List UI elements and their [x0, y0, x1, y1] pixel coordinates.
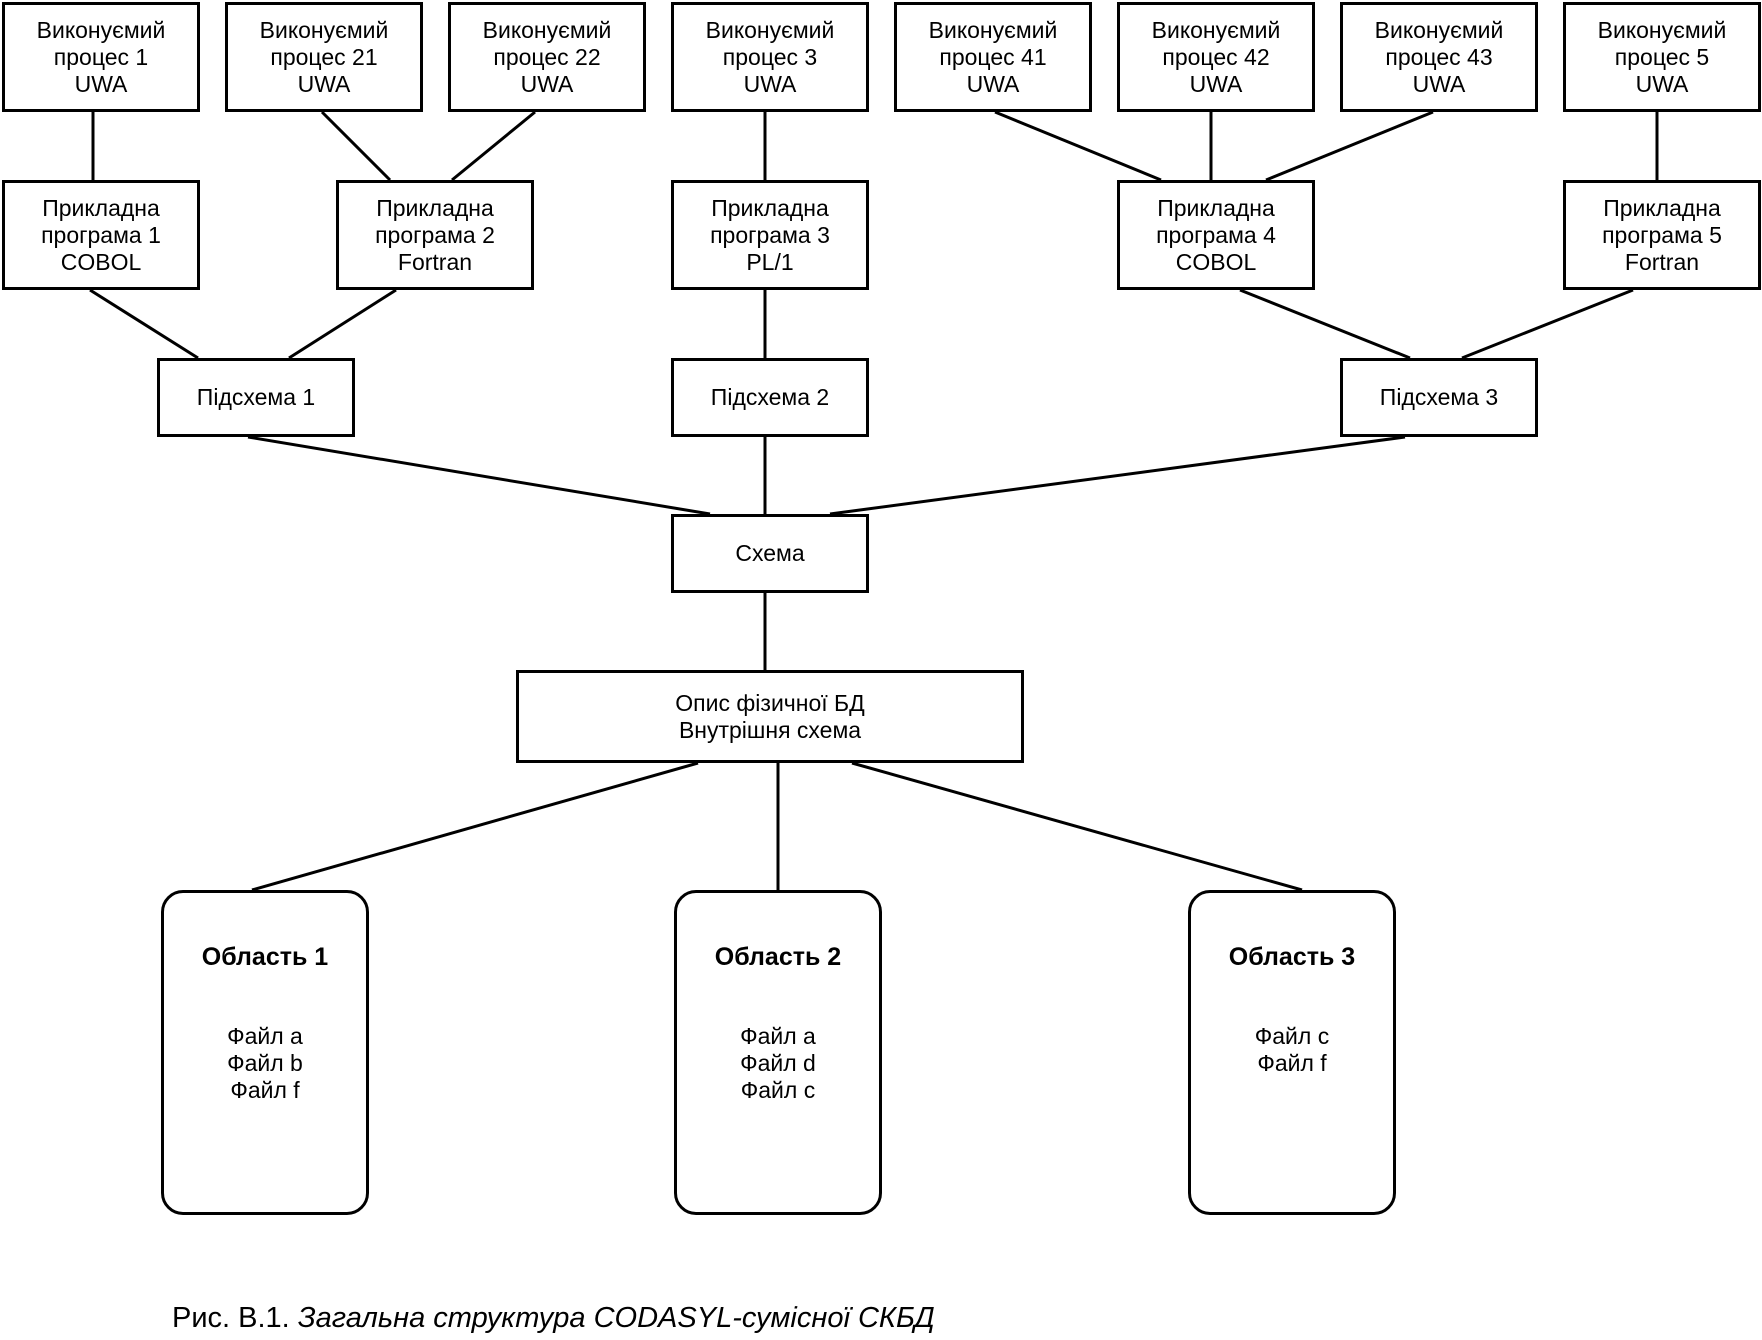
area-title: Область 3 — [1228, 943, 1356, 971]
box-text-line: UWA — [297, 70, 351, 97]
area-file: Файл c — [740, 1077, 816, 1103]
box-text-line: програма 5 — [1602, 221, 1722, 248]
box-text-line: Виконуємий — [1597, 16, 1727, 43]
area-file: Файл a — [740, 1023, 816, 1049]
area-file: Файл f — [230, 1077, 300, 1103]
box-text-line: програма 4 — [1156, 221, 1276, 248]
connector-a5-s3 — [1461, 288, 1634, 360]
box-text-line: UWA — [1189, 70, 1243, 97]
box-text-line: Прикладна — [1603, 194, 1721, 221]
box-text-line: Виконуємий — [928, 16, 1058, 43]
connector-p43-a4 — [1265, 110, 1434, 182]
box-text-line: UWA — [1635, 70, 1689, 97]
box-text-line: процес 42 — [1162, 43, 1270, 70]
box-text-line: Підсхема 1 — [196, 384, 316, 410]
subschema-box-s3: Підсхема 3 — [1340, 358, 1538, 437]
box-text-line: процес 21 — [270, 43, 378, 70]
connector-s3-schema — [829, 435, 1406, 516]
box-text-line: Підсхема 2 — [710, 384, 830, 410]
box-text-line: Виконуємий — [482, 16, 612, 43]
box-text-line: процес 3 — [722, 43, 818, 70]
box-text-line: Схема — [735, 540, 805, 566]
box-text-line: Виконуємий — [1151, 16, 1281, 43]
area-file: Файл c — [1254, 1023, 1330, 1049]
box-text-line: UWA — [966, 70, 1020, 97]
box-text-line: процес 5 — [1614, 43, 1710, 70]
box-text-line: процес 22 — [493, 43, 601, 70]
box-text-line: UWA — [1412, 70, 1466, 97]
box-text-line: Fortran — [397, 248, 473, 275]
schema-box: Схема — [671, 514, 869, 593]
subschema-box-s2: Підсхема 2 — [671, 358, 869, 437]
box-text-line: Внутрішня схема — [678, 716, 862, 743]
box-text-line: Прикладна — [376, 194, 494, 221]
box-text-line: UWA — [520, 70, 574, 97]
box-text-line: Прикладна — [42, 194, 160, 221]
connector-s1-schema — [247, 435, 711, 516]
area-title: Область 2 — [714, 943, 842, 971]
caption-prefix: Рис. В.1. — [172, 1302, 298, 1334]
box-text-line: програма 3 — [710, 221, 830, 248]
area-file: Файл d — [740, 1050, 816, 1076]
box-text-line: PL/1 — [746, 248, 794, 275]
box-text-line: Виконуємий — [1374, 16, 1504, 43]
box-text-line: COBOL — [1175, 248, 1257, 275]
connector-phys-ar3 — [851, 761, 1303, 892]
box-text-line: Опис фізичної БД — [675, 689, 865, 716]
area-title: Область 1 — [201, 943, 329, 971]
connector-p41-a4 — [994, 110, 1162, 182]
area-file: Файл a — [227, 1023, 303, 1049]
connector-a4-s3 — [1239, 288, 1411, 360]
box-text-line: програма 1 — [41, 221, 161, 248]
area-file: Файл b — [227, 1050, 303, 1076]
subschema-box-s1: Підсхема 1 — [157, 358, 355, 437]
box-text-line: Прикладна — [711, 194, 829, 221]
box-text-line: UWA — [743, 70, 797, 97]
figure-caption: Рис. В.1. Загальна структура CODASYL-сум… — [172, 1302, 935, 1335]
box-text-line: процес 41 — [939, 43, 1047, 70]
box-text-line: Виконуємий — [705, 16, 835, 43]
connector-phys-ar1 — [251, 761, 699, 892]
box-text-line: Виконуємий — [259, 16, 389, 43]
box-text-line: COBOL — [60, 248, 142, 275]
area-file: Файл f — [1257, 1050, 1327, 1076]
box-text-line: Fortran — [1624, 248, 1700, 275]
connector-p21-a2 — [320, 110, 392, 182]
box-text-line: програма 2 — [375, 221, 495, 248]
box-text-line: Підсхема 3 — [1379, 384, 1499, 410]
box-text-line: Прикладна — [1157, 194, 1275, 221]
connector-p22-a2 — [451, 110, 536, 182]
connector-a2-s1 — [288, 288, 397, 360]
box-text-line: процес 1 — [53, 43, 149, 70]
caption-title: Загальна структура CODASYL-сумісної СКБД — [297, 1302, 935, 1334]
connector-a1-s1 — [89, 288, 199, 360]
box-text-line: процес 43 — [1385, 43, 1493, 70]
box-text-line: UWA — [74, 70, 128, 97]
box-text-line: Виконуємий — [36, 16, 166, 43]
